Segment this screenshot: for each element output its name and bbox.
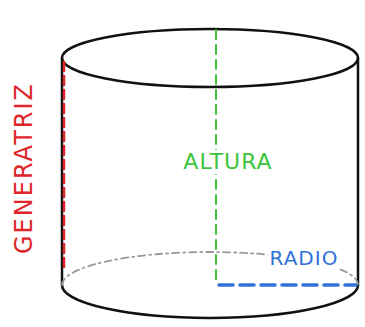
right-side — [357, 58, 360, 285]
radius-line — [219, 283, 356, 287]
radius-label: RADIO — [268, 247, 341, 269]
top-ellipse — [62, 29, 358, 87]
height-label: ALTURA — [181, 150, 274, 174]
generatrix-label: GENERATRIZ — [11, 80, 37, 256]
bottom-front-arc — [62, 285, 358, 318]
generatrix-line — [63, 62, 66, 272]
left-side — [61, 58, 64, 285]
